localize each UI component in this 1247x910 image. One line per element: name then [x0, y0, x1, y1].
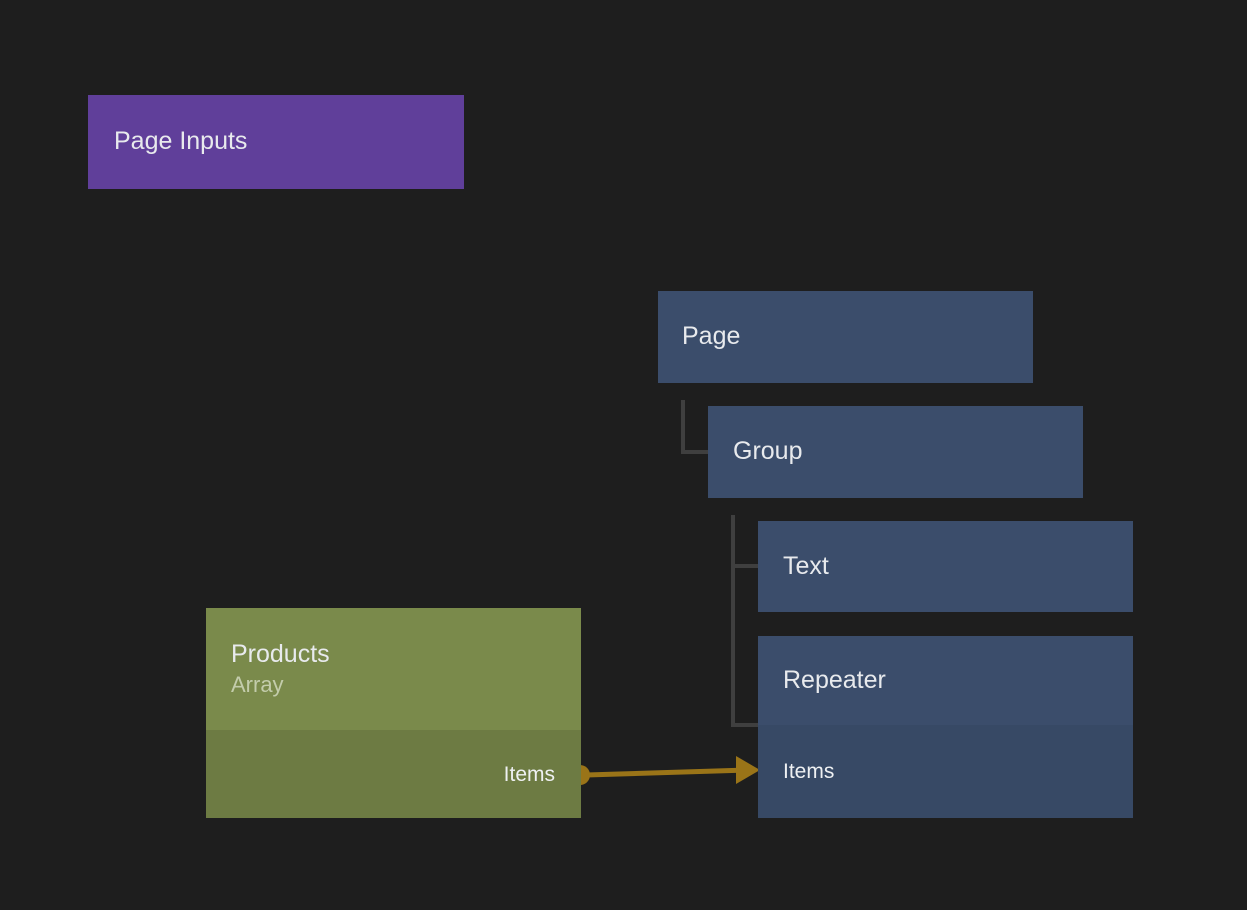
node-products-title: Products — [231, 640, 330, 669]
node-page-title: Page — [682, 322, 741, 351]
node-group[interactable]: Group — [708, 406, 1083, 498]
node-page-inputs[interactable]: Page Inputs — [88, 95, 464, 189]
node-repeater-header: Repeater — [758, 636, 1133, 725]
node-page-inputs-header: Page Inputs — [88, 95, 464, 189]
node-repeater-input-port-row[interactable]: Items — [758, 725, 1133, 818]
node-group-header: Group — [708, 406, 1083, 498]
node-page-inputs-title: Page Inputs — [114, 127, 248, 156]
node-products-header: Products Array — [206, 608, 581, 730]
node-repeater-input-port-label: Items — [783, 760, 835, 783]
node-text[interactable]: Text — [758, 521, 1133, 612]
node-group-title: Group — [733, 437, 803, 466]
node-page[interactable]: Page — [658, 291, 1033, 383]
connector-group-trunk — [731, 515, 758, 727]
node-repeater[interactable]: Repeater Items — [758, 636, 1133, 818]
connector-page-to-group — [681, 400, 708, 454]
node-products-output-port-label: Items — [503, 762, 555, 786]
node-products-type-label: Array — [231, 671, 284, 697]
node-text-title: Text — [783, 551, 829, 580]
node-page-header: Page — [658, 291, 1033, 383]
node-products-output-port-row[interactable]: Items — [206, 730, 581, 818]
node-repeater-title: Repeater — [783, 665, 886, 694]
binding-link-products-items-to-repeater-items[interactable] — [570, 756, 760, 785]
node-products[interactable]: Products Array Items — [206, 608, 581, 818]
link-arrowhead — [736, 756, 760, 784]
node-text-header: Text — [758, 521, 1133, 612]
